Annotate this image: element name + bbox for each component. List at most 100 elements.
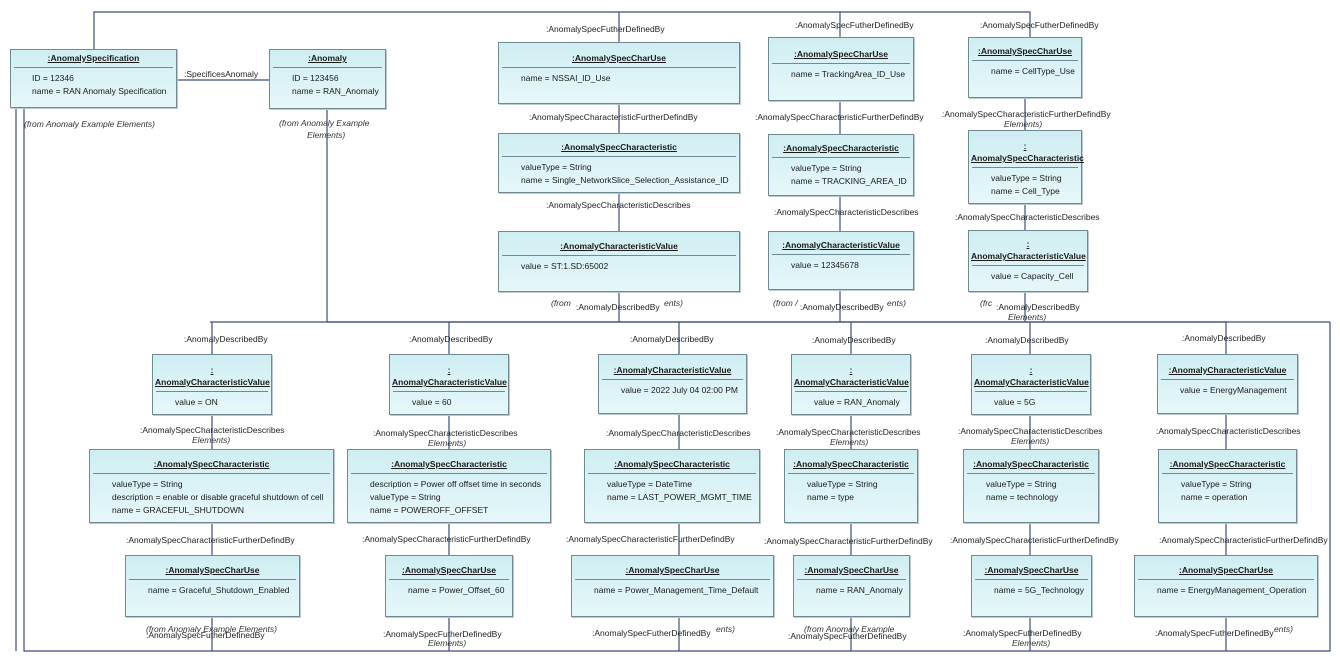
title-text: AnomalyCharacteristicValue (794, 377, 909, 387)
char-describes-label: :AnomalySpecCharacteristicDescribes (373, 428, 518, 438)
further-defined-by-label: :AnomalySpecFutherDefinedBy (1155, 628, 1274, 638)
spec-char-use-box[interactable]: :AnomalySpecCharUse name = EnergyManagem… (1134, 555, 1318, 617)
from-note: Elements) (192, 435, 231, 445)
box-title: :AnomalySpecCharUse (977, 46, 1072, 56)
box-attr: name = 5G_Technology (994, 585, 1085, 595)
title-text: AnomalyCharacteristicValue (971, 251, 1086, 261)
anomaly-specification-box[interactable]: :AnomalySpecification ID = 12346 name = … (10, 49, 177, 108)
char-further-defined-by-label: :AnomalySpecCharacteristicFurtherDefindB… (1159, 535, 1328, 545)
spec-char-use-box[interactable]: :AnomalySpecCharUse name = RAN_Anomaly (793, 555, 910, 617)
box-attr: ID = 123456 (292, 73, 339, 83)
divider (602, 379, 743, 380)
box-title: :AnomalySpecCharUse (571, 53, 666, 63)
char-value-box[interactable]: :AnomalyCharacteristicValue value = 2022… (598, 354, 747, 414)
spec-char-use-box[interactable]: :AnomalySpecCharUse name = Power_Managem… (571, 555, 774, 617)
divider (797, 579, 906, 580)
divider (273, 67, 382, 68)
box-title: : AnomalyCharacteristicValue (153, 355, 271, 391)
box-attr: value = ON (175, 397, 218, 407)
from-note: Elements) (307, 130, 346, 140)
from-note: Elements) (1012, 638, 1051, 648)
title-text: AnomalySpecCharacteristic (971, 153, 1084, 163)
divider (575, 579, 770, 580)
box-attr: name = Power_Offset_60 (408, 585, 505, 595)
described-by-label: :AnomalyDescribedBy (812, 335, 896, 345)
from-note: Elements) (428, 438, 467, 448)
spec-characteristic-box[interactable]: :AnomalySpecCharacteristic valueType = S… (768, 134, 914, 196)
box-title: :AnomalySpecCharUse (1178, 565, 1273, 575)
described-by-label: :AnomalyDescribedBy (1182, 333, 1266, 343)
further-defined-by-label: :AnomalySpecFutherDefinedBy (383, 629, 502, 639)
char-value-box[interactable]: :AnomalyCharacteristicValue value = Ener… (1157, 354, 1298, 414)
spec-char-use-box[interactable]: :AnomalySpecCharUse name = Power_Offset_… (385, 555, 513, 617)
char-value-box[interactable]: : AnomalyCharacteristicValue value = 60 (389, 354, 509, 415)
box-title: :AnomalySpecCharacteristic (1169, 459, 1286, 469)
from-note: ents) (1274, 624, 1293, 634)
anomaly-box[interactable]: :Anomaly ID = 123456 name = RAN_Anomaly (269, 49, 386, 109)
spec-characteristic-box[interactable]: :AnomalySpecCharacteristic valueType = S… (498, 133, 740, 193)
from-note: Elements) (1011, 436, 1050, 446)
char-value-box[interactable]: :AnomalyCharacteristicValue value = ST:1… (498, 231, 740, 292)
char-further-defined-by-label: :AnomalySpecCharacteristicFurtherDefindB… (362, 534, 531, 544)
from-note: ents) (716, 624, 735, 634)
described-by-label: :AnomalyDescribedBy (409, 334, 493, 344)
box-attr: name = EnergyManagement_Operation (1157, 585, 1307, 595)
spec-characteristic-box[interactable]: :AnomalySpecCharacteristic valueType = S… (1158, 449, 1297, 523)
spec-characteristic-box[interactable]: :AnomalySpecCharacteristic valueType = S… (89, 449, 334, 523)
char-value-box[interactable]: : AnomalyCharacteristicValue value = Cap… (968, 230, 1088, 292)
box-attr: name = operation (1181, 492, 1248, 502)
spec-char-use-box[interactable]: :AnomalySpecCharUse name = 5G_Technology (971, 555, 1092, 617)
spec-char-use-box[interactable]: :AnomalySpecCharUse name = CellType_Use (968, 37, 1082, 98)
further-defined-by-label: :AnomalySpecFutherDefinedBy (795, 20, 914, 30)
char-describes-label: :AnomalySpecCharacteristicDescribes (774, 207, 919, 217)
divider (975, 579, 1088, 580)
spec-char-use-box[interactable]: :AnomalySpecCharUse name = NSSAI_ID_Use (498, 42, 740, 104)
title-prefix: : (1023, 141, 1027, 151)
box-title: :AnomalySpecCharUse (165, 565, 260, 575)
char-value-box[interactable]: : AnomalyCharacteristicValue value = RAN… (791, 354, 911, 415)
described-by-label: :AnomalyDescribedBy (996, 302, 1080, 312)
spec-characteristic-box[interactable]: : AnomalySpecCharacteristic valueType = … (968, 130, 1084, 204)
box-attr: value = 5G (994, 397, 1036, 407)
spec-characteristic-box[interactable]: :AnomalySpecCharacteristic valueType = S… (784, 449, 918, 523)
box-attr: name = CellType_Use (991, 66, 1075, 76)
box-title: :AnomalySpecCharacteristic (783, 143, 899, 153)
char-value-box[interactable]: : AnomalyCharacteristicValue value = 5G (971, 354, 1091, 415)
divider (1161, 379, 1294, 380)
box-title: :AnomalySpecCharUse (625, 565, 720, 575)
box-attr: valueType = String (370, 492, 441, 502)
from-note: Elements) (1004, 119, 1043, 129)
spec-characteristic-box[interactable]: :AnomalySpecCharacteristic valueType = S… (963, 449, 1099, 523)
box-title: : AnomalyCharacteristicValue (969, 231, 1087, 265)
box-attr: value = 12345678 (791, 260, 859, 270)
title-text: AnomalyCharacteristicValue (974, 377, 1089, 387)
spec-characteristic-box[interactable]: :AnomalySpecCharacteristic description =… (347, 449, 551, 523)
char-value-box[interactable]: : AnomalyCharacteristicValue value = ON (152, 354, 272, 415)
char-further-defined-by-label: :AnomalySpecCharacteristicFurtherDefindB… (529, 112, 698, 122)
box-attr: value = 60 (412, 397, 452, 407)
box-title: : AnomalyCharacteristicValue (972, 355, 1090, 391)
char-describes-label: :AnomalySpecCharacteristicDescribes (546, 200, 691, 210)
spec-characteristic-box[interactable]: :AnomalySpecCharacteristic valueType = D… (584, 449, 760, 523)
char-value-box[interactable]: :AnomalyCharacteristicValue value = 1234… (768, 231, 914, 290)
from-note: ents) (887, 298, 906, 308)
spec-char-use-box[interactable]: :AnomalySpecCharUse name = TrackingArea_… (768, 37, 914, 101)
from-note: ents) (664, 298, 683, 308)
further-defined-by-label: :AnomalySpecFutherDefinedBy (788, 631, 907, 641)
spec-char-use-box[interactable]: :AnomalySpecCharUse name = Graceful_Shut… (125, 555, 300, 617)
char-describes-label: :AnomalySpecCharacteristicDescribes (606, 428, 751, 438)
divider (502, 156, 736, 157)
from-note: (from (551, 298, 571, 308)
divider (795, 391, 907, 392)
further-defined-by-label: :AnomalySpecFutherDefinedBy (592, 628, 711, 638)
from-note: (from Anomaly Example (279, 118, 370, 128)
divider (1138, 579, 1314, 580)
box-attr: name = TrackingArea_ID_Use (791, 69, 906, 79)
described-by-label: :AnomalyDescribedBy (800, 302, 884, 312)
char-further-defined-by-label: :AnomalySpecCharacteristicFurtherDefindB… (942, 109, 1111, 119)
title-prefix: : (1026, 239, 1030, 249)
further-defined-by-label: :AnomalySpecFutherDefinedBy (146, 630, 265, 640)
box-title: :AnomalySpecCharacteristic (793, 459, 909, 469)
box-attr: description = Power off offset time in s… (370, 479, 541, 489)
box-attr: ID = 12346 (32, 73, 74, 83)
